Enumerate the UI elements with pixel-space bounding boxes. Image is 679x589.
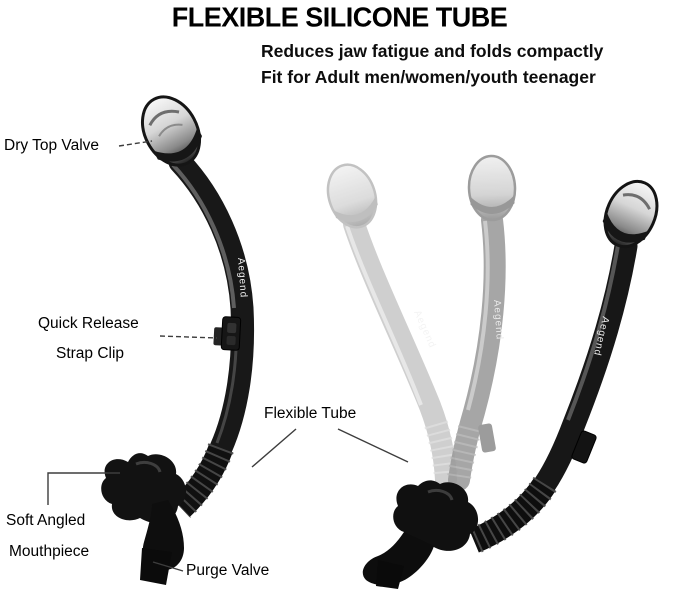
label-strap-clip: Strap Clip [56, 345, 125, 362]
mouthpiece-right [362, 480, 479, 589]
subtitle-line-1: Reduces jaw fatigue and folds compactly [261, 41, 604, 61]
snorkel-ghost-medium: Aegend [447, 154, 517, 491]
label-soft-angled: Soft Angled [6, 512, 86, 529]
strap-clip-part [213, 316, 242, 351]
page-title: FLEXIBLE SILICONE TUBE [171, 1, 508, 33]
label-quick-release: Quick Release [38, 315, 139, 332]
subtitle: Reduces jaw fatigue and folds compactly … [261, 38, 603, 90]
label-purge-valve: Purge Valve [186, 562, 270, 579]
mouthpiece-left [101, 453, 187, 585]
dry-top-valve-part [140, 95, 202, 167]
snorkel-bent-black: Aegend [468, 179, 659, 554]
brand-on-tube-ghost2: Aegend [491, 299, 505, 340]
subtitle-line-2: Fit for Adult men/women/youth teenager [261, 67, 596, 87]
label-dry-top-valve: Dry Top Valve [4, 137, 100, 154]
label-flexible-tube: Flexible Tube [264, 405, 357, 422]
brand-on-tube-main: Aegend [235, 257, 249, 298]
snorkel-ghost-light: Aegend [326, 163, 458, 491]
label-mouthpiece: Mouthpiece [9, 543, 90, 560]
snorkel-main: Aegend [101, 95, 255, 585]
callout-lines [47, 140, 409, 572]
